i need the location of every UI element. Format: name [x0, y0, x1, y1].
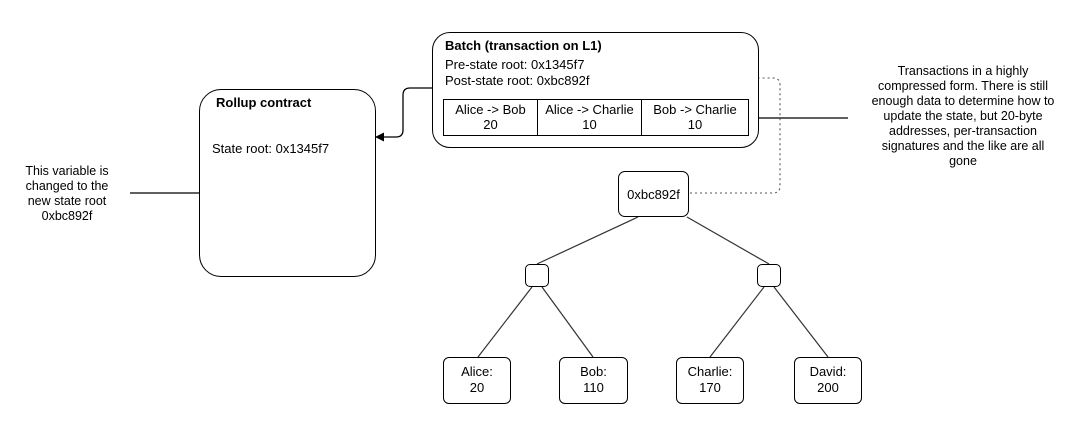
tree-edge	[536, 216, 639, 265]
leaf-value: 20	[469, 380, 485, 395]
transaction-route: Bob -> Charlie	[653, 102, 737, 117]
post-state-root: Post-state root: 0xbc892f	[445, 73, 590, 88]
leaf-name: Bob:	[580, 364, 607, 379]
left-note: This variable is changed to the new stat…	[12, 164, 122, 224]
root-to-post-state-dotted-arrow	[619, 74, 781, 194]
state-root-label: State root: 0x1345f7	[212, 141, 330, 156]
tree-inner-node	[757, 264, 781, 287]
transaction-cell: Bob -> Charlie 10	[642, 100, 748, 135]
right-note-line: compressed form. There is still	[878, 79, 1048, 93]
left-note-line: changed to the	[25, 179, 109, 193]
transaction-cell: Alice -> Charlie 10	[538, 100, 642, 135]
left-note-line: new state root	[27, 194, 107, 208]
rollup-contract-box: Rollup contract State root: 0x1345f7	[199, 89, 376, 277]
transaction-route: Alice -> Bob	[455, 102, 526, 117]
leaf-name: Charlie:	[687, 364, 733, 379]
tree-root-label: 0xbc892f	[627, 187, 680, 202]
batch-title: Batch (transaction on L1)	[445, 38, 602, 53]
transaction-amount: 20	[483, 117, 498, 132]
leaf-value: 200	[817, 380, 839, 395]
right-note-line: addresses, per-transaction	[889, 124, 1037, 138]
batch-to-contract-arrow	[375, 87, 432, 142]
right-note-line: enough data to determine how to	[871, 94, 1055, 108]
leaf-value: 170	[699, 380, 721, 395]
tree-inner-node	[525, 264, 549, 287]
tree-leaf-david: David: 200	[794, 357, 862, 404]
batch-box: Batch (transaction on L1) Pre-state root…	[432, 32, 759, 148]
tree-edge	[773, 286, 829, 358]
transaction-amount: 10	[582, 117, 597, 132]
tree-edge	[477, 286, 533, 358]
transaction-amount: 10	[687, 117, 703, 132]
tree-edge	[686, 216, 770, 265]
tree-edge	[541, 286, 594, 358]
right-note: Transactions in a highly compressed form…	[850, 64, 1076, 169]
tree-leaf-bob: Bob: 110	[559, 357, 628, 404]
leaf-value: 110	[583, 380, 604, 395]
transactions-table: Alice -> Bob 20 Alice -> Charlie 10 Bob …	[443, 99, 749, 136]
pre-state-root: Pre-state root: 0x1345f7	[445, 57, 585, 72]
rollup-contract-title: Rollup contract	[216, 95, 312, 110]
left-note-line: This variable is	[25, 164, 109, 178]
right-note-line: Transactions in a highly	[897, 64, 1029, 78]
tree-leaf-charlie: Charlie: 170	[676, 357, 744, 404]
leaf-name: Alice:	[461, 364, 493, 379]
right-note-line: signatures and the like are all	[881, 139, 1045, 153]
right-note-line: gone	[949, 154, 977, 168]
right-note-line: update the state, but 20-byte	[883, 109, 1043, 123]
tree-root-node: 0xbc892f	[618, 171, 689, 217]
leaf-name: David:	[809, 364, 847, 379]
tree-edge	[709, 286, 765, 358]
left-note-line: 0xbc892f	[41, 209, 93, 223]
transaction-route: Alice -> Charlie	[545, 102, 634, 117]
tree-leaf-alice: Alice: 20	[443, 357, 511, 404]
transaction-cell: Alice -> Bob 20	[444, 100, 538, 135]
